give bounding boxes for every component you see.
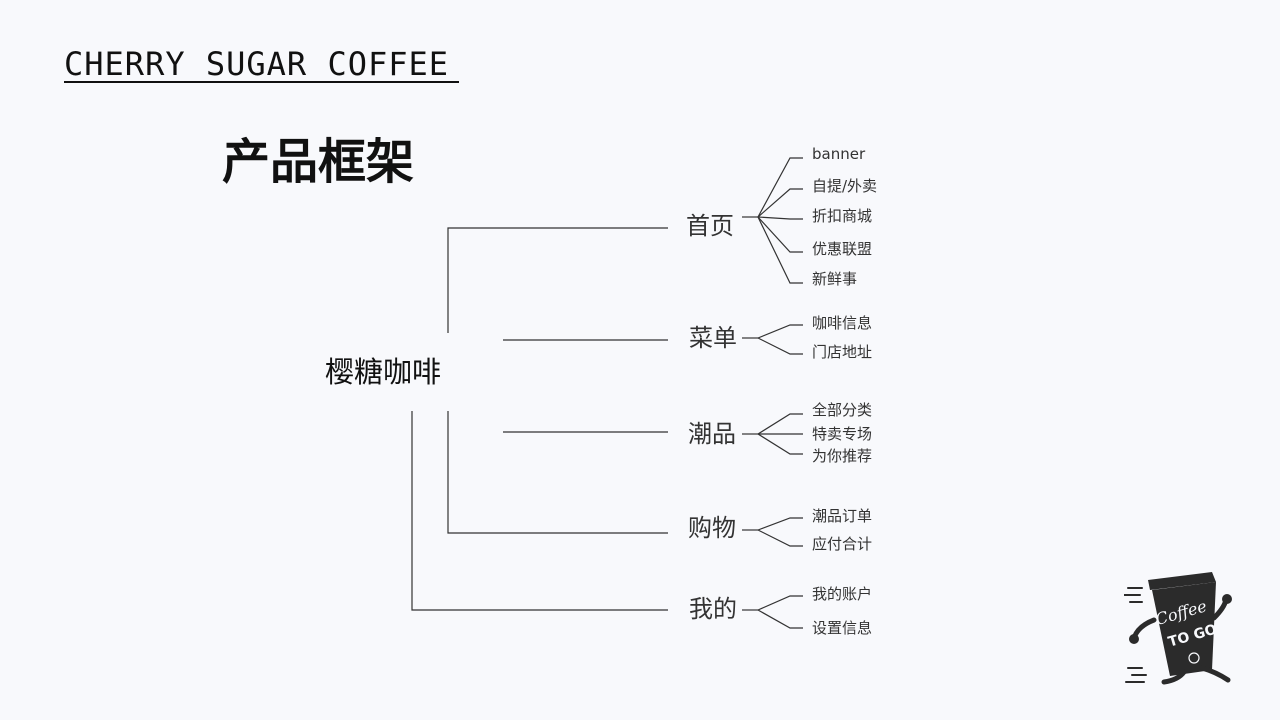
connector-branch-0-leaf-3 (757, 216, 803, 253)
leaf-home-4: 新鲜事 (812, 270, 858, 288)
connector-branch-1-leaf-1 (757, 337, 803, 355)
leaf-trend-1: 特卖专场 (812, 425, 873, 443)
leaf-mine-0: 我的账户 (812, 585, 873, 603)
leaf-trend-2: 为你推荐 (812, 447, 873, 465)
branch-label-trend: 潮品 (688, 420, 736, 448)
connector-root-branch-4 (411, 411, 668, 611)
root-node: 樱糖咖啡 (325, 355, 442, 389)
leaf-menu-1: 门店地址 (812, 343, 873, 361)
leaf-menu-0: 咖啡信息 (812, 314, 873, 332)
branch-label-home: 首页 (686, 212, 734, 240)
brand-underline (64, 81, 459, 83)
branch-label-menu: 菜单 (689, 324, 737, 352)
leaf-home-0: banner (812, 145, 866, 163)
connector-branch-0-leaf-4 (757, 216, 803, 284)
connector-branch-0-leaf-0 (757, 157, 803, 218)
leaf-home-2: 折扣商城 (812, 207, 873, 225)
branch-label-mine: 我的 (689, 595, 737, 623)
connector-root-branch-0 (447, 227, 668, 333)
leaf-home-3: 优惠联盟 (812, 240, 873, 258)
coffee-to-go-cup-icon: Coffee TO GO (1124, 572, 1232, 685)
connector-branch-3-leaf-0 (757, 517, 803, 531)
connector-branch-0-leaf-1 (757, 188, 803, 218)
connector-branch-1-leaf-0 (757, 324, 803, 339)
connector-branch-4-leaf-0 (757, 595, 803, 611)
connector-branch-3-leaf-1 (757, 529, 803, 547)
connector-branch-2-leaf-0 (757, 413, 803, 435)
leaf-home-1: 自提/外卖 (812, 177, 878, 195)
leaf-mine-1: 设置信息 (812, 619, 873, 637)
connector-branch-0-leaf-2 (757, 216, 803, 220)
connector-branch-4-leaf-1 (757, 609, 803, 629)
brand-title: CHERRY SUGAR COFFEE (64, 45, 450, 83)
leaf-shopping-1: 应付合计 (812, 535, 873, 553)
branch-label-shopping: 购物 (688, 514, 736, 542)
connector-branch-2-leaf-2 (757, 433, 803, 455)
leaf-trend-0: 全部分类 (812, 401, 873, 419)
leaf-shopping-0: 潮品订单 (812, 507, 873, 525)
page-title: 产品框架 (222, 134, 415, 190)
connector-root-branch-3 (447, 411, 668, 534)
